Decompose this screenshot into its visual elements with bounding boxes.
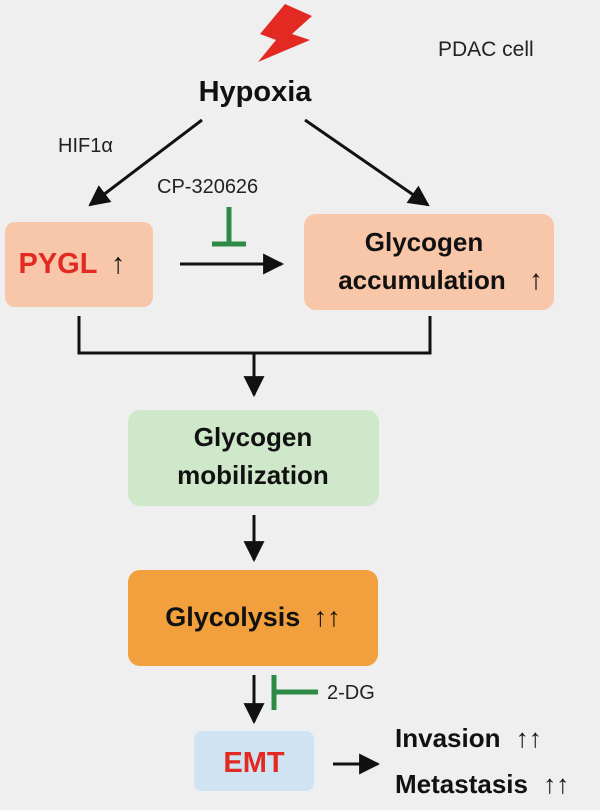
lightning-bolt-icon [258,4,312,62]
glycogen-mobilization-line2: mobilization [177,460,329,490]
hypoxia-to-pygl-arrow [88,118,203,207]
svg-text:PYGL ↑: PYGL ↑ [19,248,126,280]
cp320626-inhibition-marker [212,207,246,247]
emt-label: EMT [223,747,285,779]
glycolysis-label: Glycolysis [165,602,300,632]
hypoxia-label: Hypoxia [199,76,313,108]
glycogen-accumulation-node: Glycogen accumulation ↑ [304,214,554,310]
outcome-metastasis: Metastasis ↑↑ [395,769,569,799]
glycogen-mobilization-node: Glycogen mobilization [128,410,379,506]
glycolysis-up-arrows: ↑↑ [314,602,341,632]
merge-connector [77,316,432,355]
outcome-invasion-label: Invasion [395,723,500,753]
svg-text:Glycolysis ↑↑: Glycolysis ↑↑ [165,602,341,632]
pygl-up-arrow: ↑ [111,248,126,280]
emt-node: EMT [194,731,314,791]
pygl-node: PYGL ↑ [5,222,153,307]
outcome-invasion-arrows: ↑↑ [516,723,542,753]
glycogen-accumulation-line2: accumulation [338,265,506,295]
glycogen-accumulation-line1: Glycogen [365,227,483,257]
hif1a-label: HIF1α [58,135,113,157]
twodg-inhibition-marker [271,675,318,710]
outcome-metastasis-label: Metastasis [395,769,528,799]
context-label: PDAC cell [438,38,534,61]
glycogen-mobilization-line1: Glycogen [194,422,312,452]
twodg-label: 2-DG [327,682,375,704]
glycogen-accumulation-up-arrow: ↑ [529,264,543,295]
outcome-metastasis-arrows: ↑↑ [543,769,569,799]
cp320626-label: CP-320626 [157,176,258,198]
hypoxia-to-accumulation-arrow [304,118,430,207]
outcome-invasion: Invasion ↑↑ [395,723,542,753]
glycolysis-node: Glycolysis ↑↑ [128,570,378,666]
pygl-label: PYGL [19,248,97,280]
